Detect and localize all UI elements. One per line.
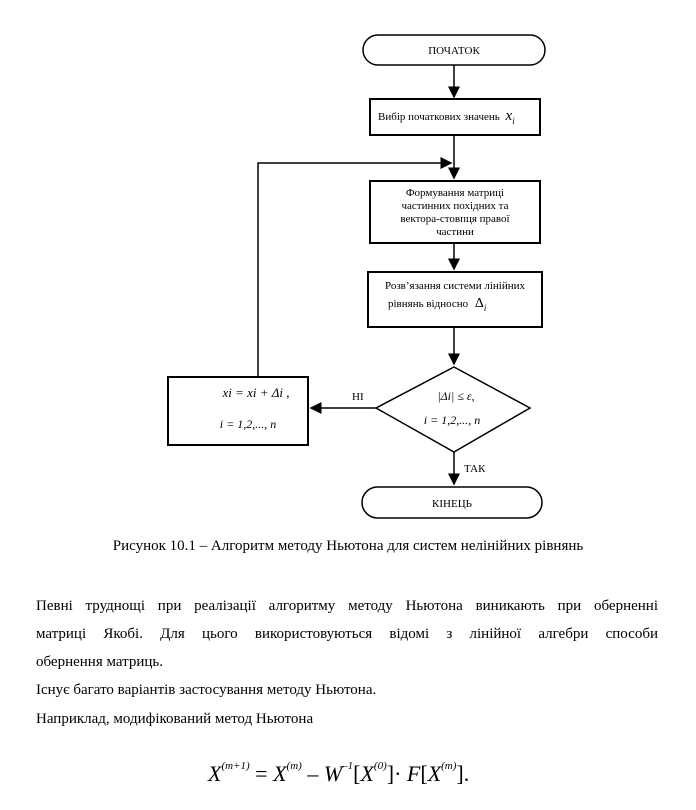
step2-line3: вектора-стовпця правої (400, 213, 510, 225)
step-update: xi = xi + Δi , i = 1,2,..., n (167, 376, 309, 446)
decision-range: i = 1,2,..., n (424, 413, 480, 427)
arrow-loop-back (257, 157, 453, 377)
decision-condition: |Δi| ≤ ε, (437, 389, 474, 403)
step-solve-linear: Розв’язання системи лінійних рівнянь від… (367, 271, 543, 328)
paragraph-3: Наприклад, модифікований метод Ньютона (36, 711, 314, 727)
step1-text: Вибір початкових значень xi (378, 108, 515, 126)
update-range: i = 1,2,..., n (220, 417, 276, 431)
step-initial-values: Вибір початкових значень xi (369, 98, 541, 136)
figure-caption: Рисунок 10.1 – Алгоритм методу Ньютона д… (112, 538, 584, 554)
step3-line2: рівнянь відносно Δi (388, 296, 487, 313)
step3-line1: Розв’язання системи лінійних (385, 280, 526, 292)
paragraph-1-line-2: матриці Якобі. Для цього використовуютьс… (36, 626, 658, 642)
start-terminator: ПОЧАТОК (362, 34, 546, 66)
no-label: НІ (352, 391, 364, 403)
start-label: ПОЧАТОК (428, 45, 480, 57)
step2-line1: Формування матриці (406, 187, 504, 199)
yes-label: ТАК (464, 463, 486, 475)
newton-formula: X(m+1) = X(m) – W–1[X(0)]· F[X(m)]. (208, 760, 470, 786)
paragraph-1-line-3: обернення матриць. (36, 654, 164, 670)
step-form-matrix: Формування матриці частинних похідних та… (369, 180, 541, 244)
flowchart: ПОЧАТОК Вибір початкових значень xi Форм… (167, 34, 546, 519)
decision-diamond: |Δi| ≤ ε, i = 1,2,..., n (374, 366, 532, 453)
paragraph-2: Існує багато варіантів застосування мето… (36, 682, 377, 698)
step2-line2: частинних похідних та (401, 200, 508, 212)
end-terminator: КІНЕЦЬ (361, 486, 543, 519)
end-label: КІНЕЦЬ (432, 498, 472, 510)
paragraph-1-line-1: Певні труднощі при реалізації алгоритму … (36, 598, 658, 614)
step2-line4: частини (436, 226, 474, 238)
update-formula: xi = xi + Δi , (221, 385, 289, 400)
